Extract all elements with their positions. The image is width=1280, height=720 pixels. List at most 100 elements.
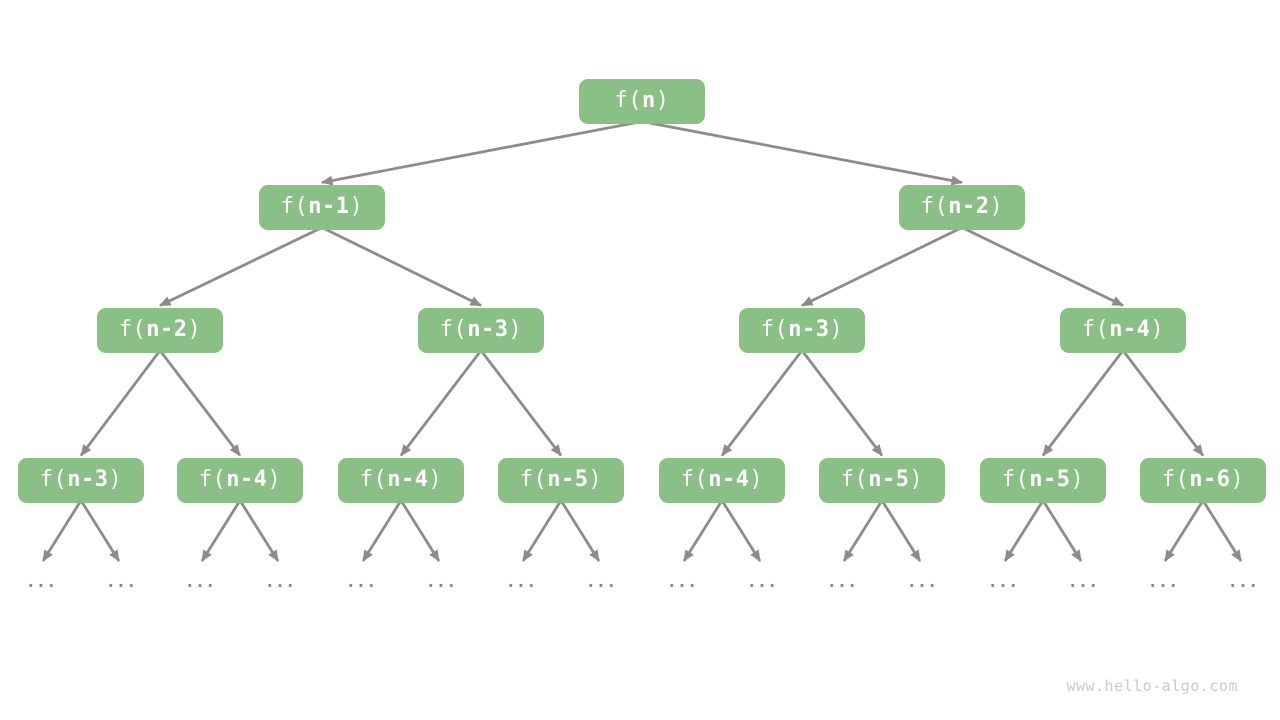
tree-node: f(n-3) — [418, 307, 544, 353]
node-label-arg: n-5 — [1029, 467, 1071, 492]
tree-edge-arrow — [682, 499, 724, 562]
ellipsis-mark: ... — [25, 572, 57, 592]
node-label-pre: f( — [920, 194, 949, 219]
tree-edge-arrow — [641, 120, 963, 186]
tree-node: f(n-5) — [980, 457, 1106, 503]
tree-edge-arrow — [41, 499, 83, 562]
node-label-pre: f( — [280, 194, 309, 219]
tree-edge-arrow — [238, 499, 280, 562]
node-label-post: ) — [829, 317, 844, 342]
node-label-pre: f( — [519, 467, 548, 492]
tree-edge-arrow — [361, 499, 403, 562]
node-label-post: ) — [1150, 317, 1165, 342]
node-label-arg: n-2 — [146, 317, 188, 342]
ellipsis-mark: ... — [746, 572, 778, 592]
node-label-post: ) — [428, 467, 443, 492]
node-label-arg: n-1 — [308, 194, 350, 219]
tree-edge-arrow — [158, 349, 242, 457]
tree-node: f(n-4) — [177, 457, 303, 503]
tree-edge-arrow — [1041, 349, 1125, 457]
tree-edge-arrow — [1121, 349, 1205, 457]
node-label-pre: f( — [198, 467, 227, 492]
node-label-arg: n-3 — [67, 467, 109, 492]
node-label-arg: n-2 — [948, 194, 990, 219]
tree-node: f(n-2) — [899, 184, 1025, 230]
node-label-post: ) — [508, 317, 523, 342]
tree-node: f(n-4) — [338, 457, 464, 503]
tree-edge-arrow — [321, 226, 482, 307]
ellipsis-mark: ... — [1227, 572, 1259, 592]
node-label-post: ) — [588, 467, 603, 492]
node-label-arg: n-5 — [547, 467, 589, 492]
tree-edge-arrow — [800, 349, 884, 457]
tree-edge-arrow — [1003, 499, 1045, 562]
node-label-arg: n — [642, 88, 656, 113]
node-label-arg: n-4 — [1109, 317, 1151, 342]
node-label-post: ) — [1070, 467, 1085, 492]
node-label-post: ) — [749, 467, 764, 492]
node-label-post: ) — [187, 317, 202, 342]
tree-node: f(n-5) — [819, 457, 945, 503]
ellipsis-mark: ... — [264, 572, 296, 592]
watermark-text: www.hello-algo.com — [1066, 677, 1238, 695]
tree-node: f(n-4) — [1060, 307, 1186, 353]
ellipsis-mark: ... — [1147, 572, 1179, 592]
node-label-pre: f( — [1161, 467, 1190, 492]
ellipsis-mark: ... — [826, 572, 858, 592]
node-label-post: ) — [108, 467, 123, 492]
ellipsis-mark: ... — [987, 572, 1019, 592]
tree-edge-arrow — [159, 226, 323, 307]
tree-node: f(n-3) — [739, 307, 865, 353]
ellipsis-mark: ... — [1067, 572, 1099, 592]
tree-edge-arrow — [801, 226, 963, 307]
tree-edge-arrow — [1201, 499, 1243, 562]
node-label-arg: n-6 — [1189, 467, 1231, 492]
node-label-arg: n-4 — [708, 467, 750, 492]
node-label-arg: n-3 — [467, 317, 509, 342]
ellipsis-mark: ... — [184, 572, 216, 592]
tree-edge-arrow — [479, 349, 563, 457]
node-label-post: ) — [909, 467, 924, 492]
ellipsis-mark: ... — [425, 572, 457, 592]
tree-node: f(n-6) — [1140, 457, 1266, 503]
tree-edge-arrow — [559, 499, 601, 562]
tree-node: f(n-4) — [659, 457, 785, 503]
ellipsis-mark: ... — [505, 572, 537, 592]
tree-node: f(n-5) — [498, 457, 624, 503]
node-label-post: ) — [1230, 467, 1245, 492]
node-label-arg: n-4 — [387, 467, 429, 492]
tree-edge-arrow — [399, 349, 483, 457]
ellipsis-mark: ... — [585, 572, 617, 592]
node-label-pre: f( — [760, 317, 789, 342]
node-label-arg: n-5 — [868, 467, 910, 492]
tree-edge-arrow — [720, 499, 762, 562]
ellipsis-mark: ... — [906, 572, 938, 592]
tree-node: f(n) — [579, 78, 705, 124]
node-label-pre: f( — [614, 88, 642, 113]
tree-edge-arrow — [842, 499, 884, 562]
tree-node: f(n-2) — [97, 307, 223, 353]
tree-edge-arrow — [521, 499, 563, 562]
node-label-post: ) — [267, 467, 282, 492]
node-label-pre: f( — [680, 467, 709, 492]
node-label-pre: f( — [118, 317, 147, 342]
ellipsis-mark: ... — [345, 572, 377, 592]
node-label-post: ) — [989, 194, 1004, 219]
tree-edge-arrow — [399, 499, 441, 562]
tree-edge-arrow — [321, 120, 643, 186]
node-label-arg: n-3 — [788, 317, 830, 342]
tree-edge-arrow — [200, 499, 242, 562]
tree-node: f(n-3) — [18, 457, 144, 503]
tree-edge-arrow — [720, 349, 804, 457]
tree-edge-arrow — [961, 226, 1124, 307]
node-label-post: ) — [655, 88, 670, 113]
node-label-pre: f( — [840, 467, 869, 492]
node-label-pre: f( — [359, 467, 388, 492]
node-label-arg: n-4 — [226, 467, 268, 492]
tree-node: f(n-1) — [259, 184, 385, 230]
tree-edge-arrow — [880, 499, 922, 562]
tree-edge-arrow — [79, 499, 121, 562]
node-label-pre: f( — [39, 467, 68, 492]
node-label-pre: f( — [1001, 467, 1030, 492]
